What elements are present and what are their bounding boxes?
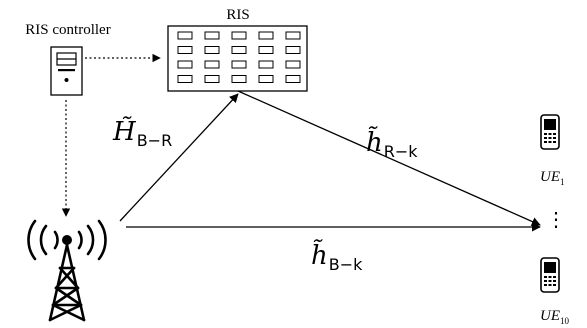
- ris-element: [177, 31, 193, 40]
- ris-element: [204, 60, 220, 69]
- ris-element: [231, 60, 247, 69]
- ris-element: [204, 46, 220, 54]
- channel-subscript-bs-ue: B−k: [329, 255, 363, 274]
- ris-element: [258, 46, 274, 54]
- ris-element: [258, 75, 274, 83]
- channel-symbol-bs-ue: h̃: [311, 239, 328, 271]
- ris-element: [177, 60, 193, 69]
- antenna-tower-icon: [27, 219, 107, 322]
- channel-label-bs-ris: H̃B−R: [112, 116, 172, 150]
- ue-label-first-base: UE: [540, 169, 560, 185]
- link-ris-ue: [237, 90, 541, 226]
- ris-element: [204, 75, 220, 83]
- ris-element: [285, 60, 301, 69]
- ue-label-last-base: UE: [540, 308, 560, 324]
- ue-ellipsis: ⋮: [546, 209, 566, 231]
- server-icon: [50, 46, 83, 96]
- ue-label-first-sub: 1: [560, 177, 565, 187]
- ris-element: [258, 31, 274, 40]
- ris-element: [285, 31, 301, 40]
- channel-label-bs-ue: h̃B−k: [311, 239, 363, 274]
- channel-label-ris-ue: h̃R−k: [366, 126, 418, 161]
- ue-label-first: UE1: [540, 169, 565, 187]
- ris-element: [204, 31, 220, 40]
- ris-element-grid: [177, 31, 301, 83]
- ris-element: [177, 46, 193, 54]
- ris-element: [285, 46, 301, 54]
- ris-controller-label: RIS controller: [25, 22, 110, 38]
- channel-subscript-bs-ris: B−R: [137, 131, 173, 150]
- ris-label: RIS: [226, 7, 249, 23]
- phone-icon: [540, 257, 560, 293]
- channel-symbol-bs-ris: H̃: [112, 116, 137, 147]
- channel-subscript-ris-ue: R−k: [384, 142, 419, 161]
- ue-label-last: UE10: [540, 308, 570, 326]
- ris-element: [231, 31, 247, 40]
- link-bs-ris: [119, 93, 239, 222]
- phone-icon: [540, 114, 560, 150]
- ris-element: [258, 60, 274, 69]
- channel-symbol-ris-ue: h̃: [366, 126, 383, 158]
- ue-label-last-sub: 10: [560, 316, 570, 326]
- ris-element: [177, 75, 193, 83]
- ris-element: [231, 75, 247, 83]
- ris-panel: [167, 25, 308, 92]
- ris-element: [285, 75, 301, 83]
- ris-element: [231, 46, 247, 54]
